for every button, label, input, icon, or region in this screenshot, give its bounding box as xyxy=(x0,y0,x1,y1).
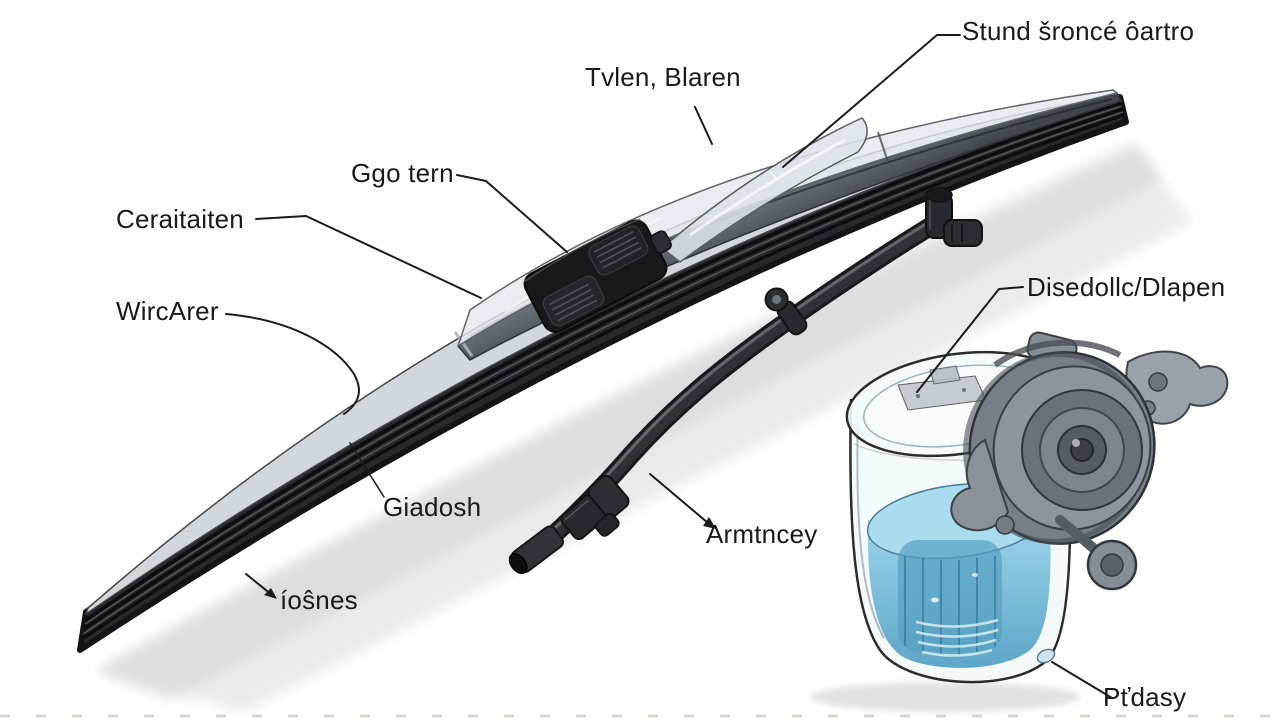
label-ceraitaiten: Ceraitaiten xyxy=(116,204,244,234)
leader-armtncey xyxy=(649,473,709,524)
label-giadosh: Giadosh xyxy=(383,492,482,522)
leader-lines xyxy=(225,34,1113,699)
label-ggo: Ggo tern xyxy=(351,158,454,188)
reservoir-outlet xyxy=(1036,648,1056,664)
leader-ceraitaiten xyxy=(255,215,482,299)
reservoir-mount-plate xyxy=(897,365,987,411)
label-armtncey: Armtncey xyxy=(706,519,818,549)
arrowhead-iosnes xyxy=(264,588,277,599)
leader-giadosh xyxy=(349,442,385,498)
arrowhead-armtncey xyxy=(703,517,716,529)
label-disedollc: Disedollc/Dlapen xyxy=(1027,272,1226,302)
wiper-blade xyxy=(77,89,1129,653)
leader-ptdasy xyxy=(1051,661,1113,699)
hose-elbow xyxy=(925,187,983,247)
pump-lug xyxy=(950,438,1010,532)
hose-nozzle xyxy=(508,525,564,575)
label-tvlen: Tvlen, Blaren xyxy=(585,62,741,92)
leader-tvlen xyxy=(694,106,713,145)
blade-spoiler-wing xyxy=(661,117,868,263)
leader-disedollc xyxy=(916,286,1024,393)
label-ptdasy: Pťdasy xyxy=(1103,682,1187,712)
washer-pump xyxy=(950,331,1229,591)
blade-connector xyxy=(523,218,672,333)
leader-wircarer xyxy=(225,313,360,415)
label-stund: Stund šroncé ôartro xyxy=(962,16,1195,46)
leader-stund xyxy=(782,34,961,168)
reservoir-shadow xyxy=(810,682,1080,712)
washer-hose xyxy=(508,187,983,575)
hose-connector xyxy=(560,474,630,541)
label-iosnes: íoŝnes xyxy=(280,585,358,615)
hose-clip xyxy=(764,287,808,336)
leader-ggo xyxy=(456,174,568,253)
label-wircarer: WircArer xyxy=(116,296,219,326)
